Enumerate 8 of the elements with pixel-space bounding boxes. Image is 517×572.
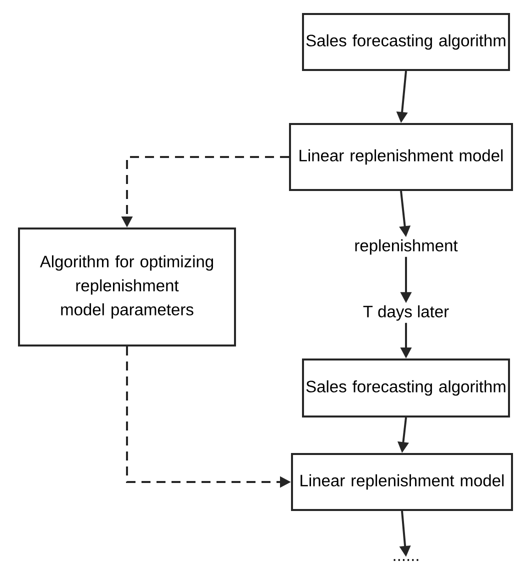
step-label: ...... bbox=[390, 557, 422, 563]
process-box: Sales forecasting algorithm bbox=[302, 13, 510, 71]
process-box: Algorithm for optimizing replenishment model parameters bbox=[18, 228, 236, 346]
process-box: Linear replenishment model bbox=[289, 123, 513, 191]
process-box: Linear replenishment model bbox=[291, 453, 513, 511]
process-box: Sales forecasting algorithm bbox=[302, 358, 510, 418]
step-label: T days later bbox=[360, 303, 452, 323]
step-label: replenishment bbox=[352, 237, 460, 257]
